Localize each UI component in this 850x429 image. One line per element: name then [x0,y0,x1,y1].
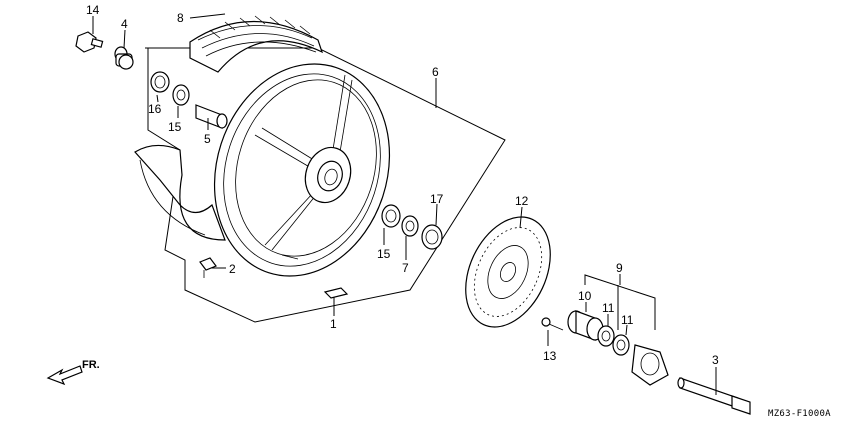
callout-15-right: 15 [377,247,391,261]
gearbox-seal-a [597,325,615,347]
callout-12: 12 [515,194,529,208]
tyre-lower [134,144,226,241]
callout-15-left: 15 [168,120,182,134]
right-bearing [381,204,401,228]
callout-3: 3 [712,353,719,367]
callout-9: 9 [616,261,623,275]
callout-2: 2 [229,262,236,276]
callout-5: 5 [204,132,211,146]
speedometer-gear [567,310,604,341]
side-collar [114,46,134,70]
leader-lines [92,13,717,395]
callout-17: 17 [430,192,444,206]
brake-disc [465,216,551,328]
callout-8: 8 [177,11,184,25]
balance-weight [323,287,349,299]
callout-7: 7 [402,261,409,275]
assembly-bracket [145,47,506,323]
callout-14: 14 [86,3,100,17]
gearbox-seal-b [612,334,630,356]
distance-collar [195,104,228,129]
gearbox-bracket [584,274,656,330]
tyre-top [189,15,324,73]
air-valve [199,257,217,278]
diagram-reference-code: MZ63-F1000A [768,409,831,419]
callout-6: 6 [432,65,439,79]
right-dust-seal [421,224,443,250]
callout-4: 4 [121,17,128,31]
axle-bolt [75,31,104,53]
callout-1: 1 [330,317,337,331]
front-direction-label: FR. [82,359,100,371]
callout-10: 10 [578,289,592,303]
callout-13: 13 [543,349,557,363]
front-direction-arrow [46,365,83,386]
bearing-retainer [401,215,419,237]
callout-16: 16 [148,102,162,116]
front-axle [677,377,751,415]
disc-bolt [541,317,564,331]
dust-seal [150,71,170,93]
gearbox-housing [631,344,669,386]
left-bearing [172,84,190,106]
callout-11-a: 11 [602,301,615,315]
wheel-rim [213,63,391,277]
callout-11-b: 11 [621,313,634,327]
